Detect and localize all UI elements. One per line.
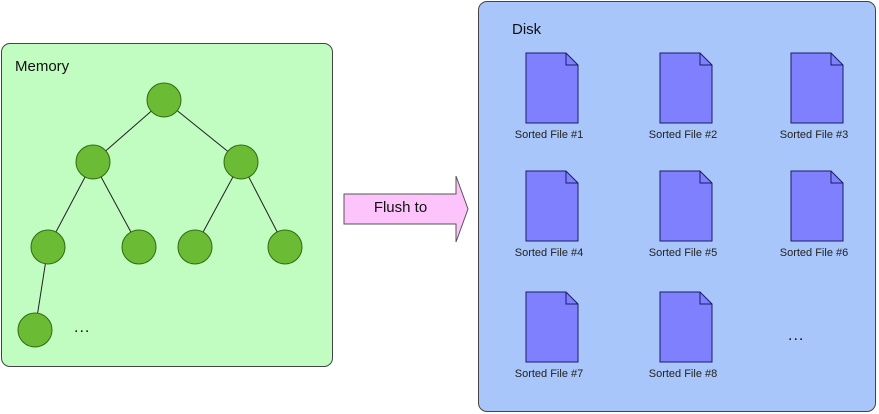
sorted-file: Sorted File #2 [623,52,743,152]
tree-node [146,82,182,118]
file-label: Sorted File #1 [514,129,584,141]
disk-title: Disk [512,21,542,38]
memory-panel: Memory ... [1,43,333,367]
file-icon [790,52,844,124]
tree-ellipsis: ... [74,319,91,336]
sorted-file: Sorted File #8 [623,291,743,391]
file-label: Sorted File #2 [648,129,718,141]
file-label: Sorted File #3 [779,129,849,141]
sorted-file: Sorted File #3 [754,52,874,152]
file-icon [525,52,579,124]
arrow-shape [343,175,469,243]
file-icon [659,52,713,124]
tree-node [30,229,66,265]
file-icon [659,170,713,242]
file-icon [659,291,713,363]
sorted-file: Sorted File #1 [489,52,609,152]
file-label: Sorted File #6 [779,247,849,259]
file-label: Sorted File #4 [514,247,584,259]
flush-arrow: Flush to [343,175,469,243]
file-label: Sorted File #5 [648,247,718,259]
tree-node [121,229,157,265]
file-icon [525,170,579,242]
sorted-file: Sorted File #6 [754,170,874,270]
sorted-file: Sorted File #7 [489,291,609,391]
file-icon [790,170,844,242]
disk-ellipsis: ... [788,327,805,344]
file-icon [525,291,579,363]
sorted-file: Sorted File #4 [489,170,609,270]
flush-label: Flush to [373,199,428,216]
memory-title: Memory [15,58,70,75]
tree-node [177,229,213,265]
disk-panel: Disk Sorted File #1 Sorted File #2 Sorted … [478,1,876,412]
tree-node [75,144,111,180]
tree-node [17,312,53,348]
tree-diagram [17,82,303,348]
tree-node [267,229,303,265]
file-label: Sorted File #8 [648,368,718,380]
sorted-file: Sorted File #5 [623,170,743,270]
tree-node [223,144,259,180]
file-label: Sorted File #7 [514,368,584,380]
